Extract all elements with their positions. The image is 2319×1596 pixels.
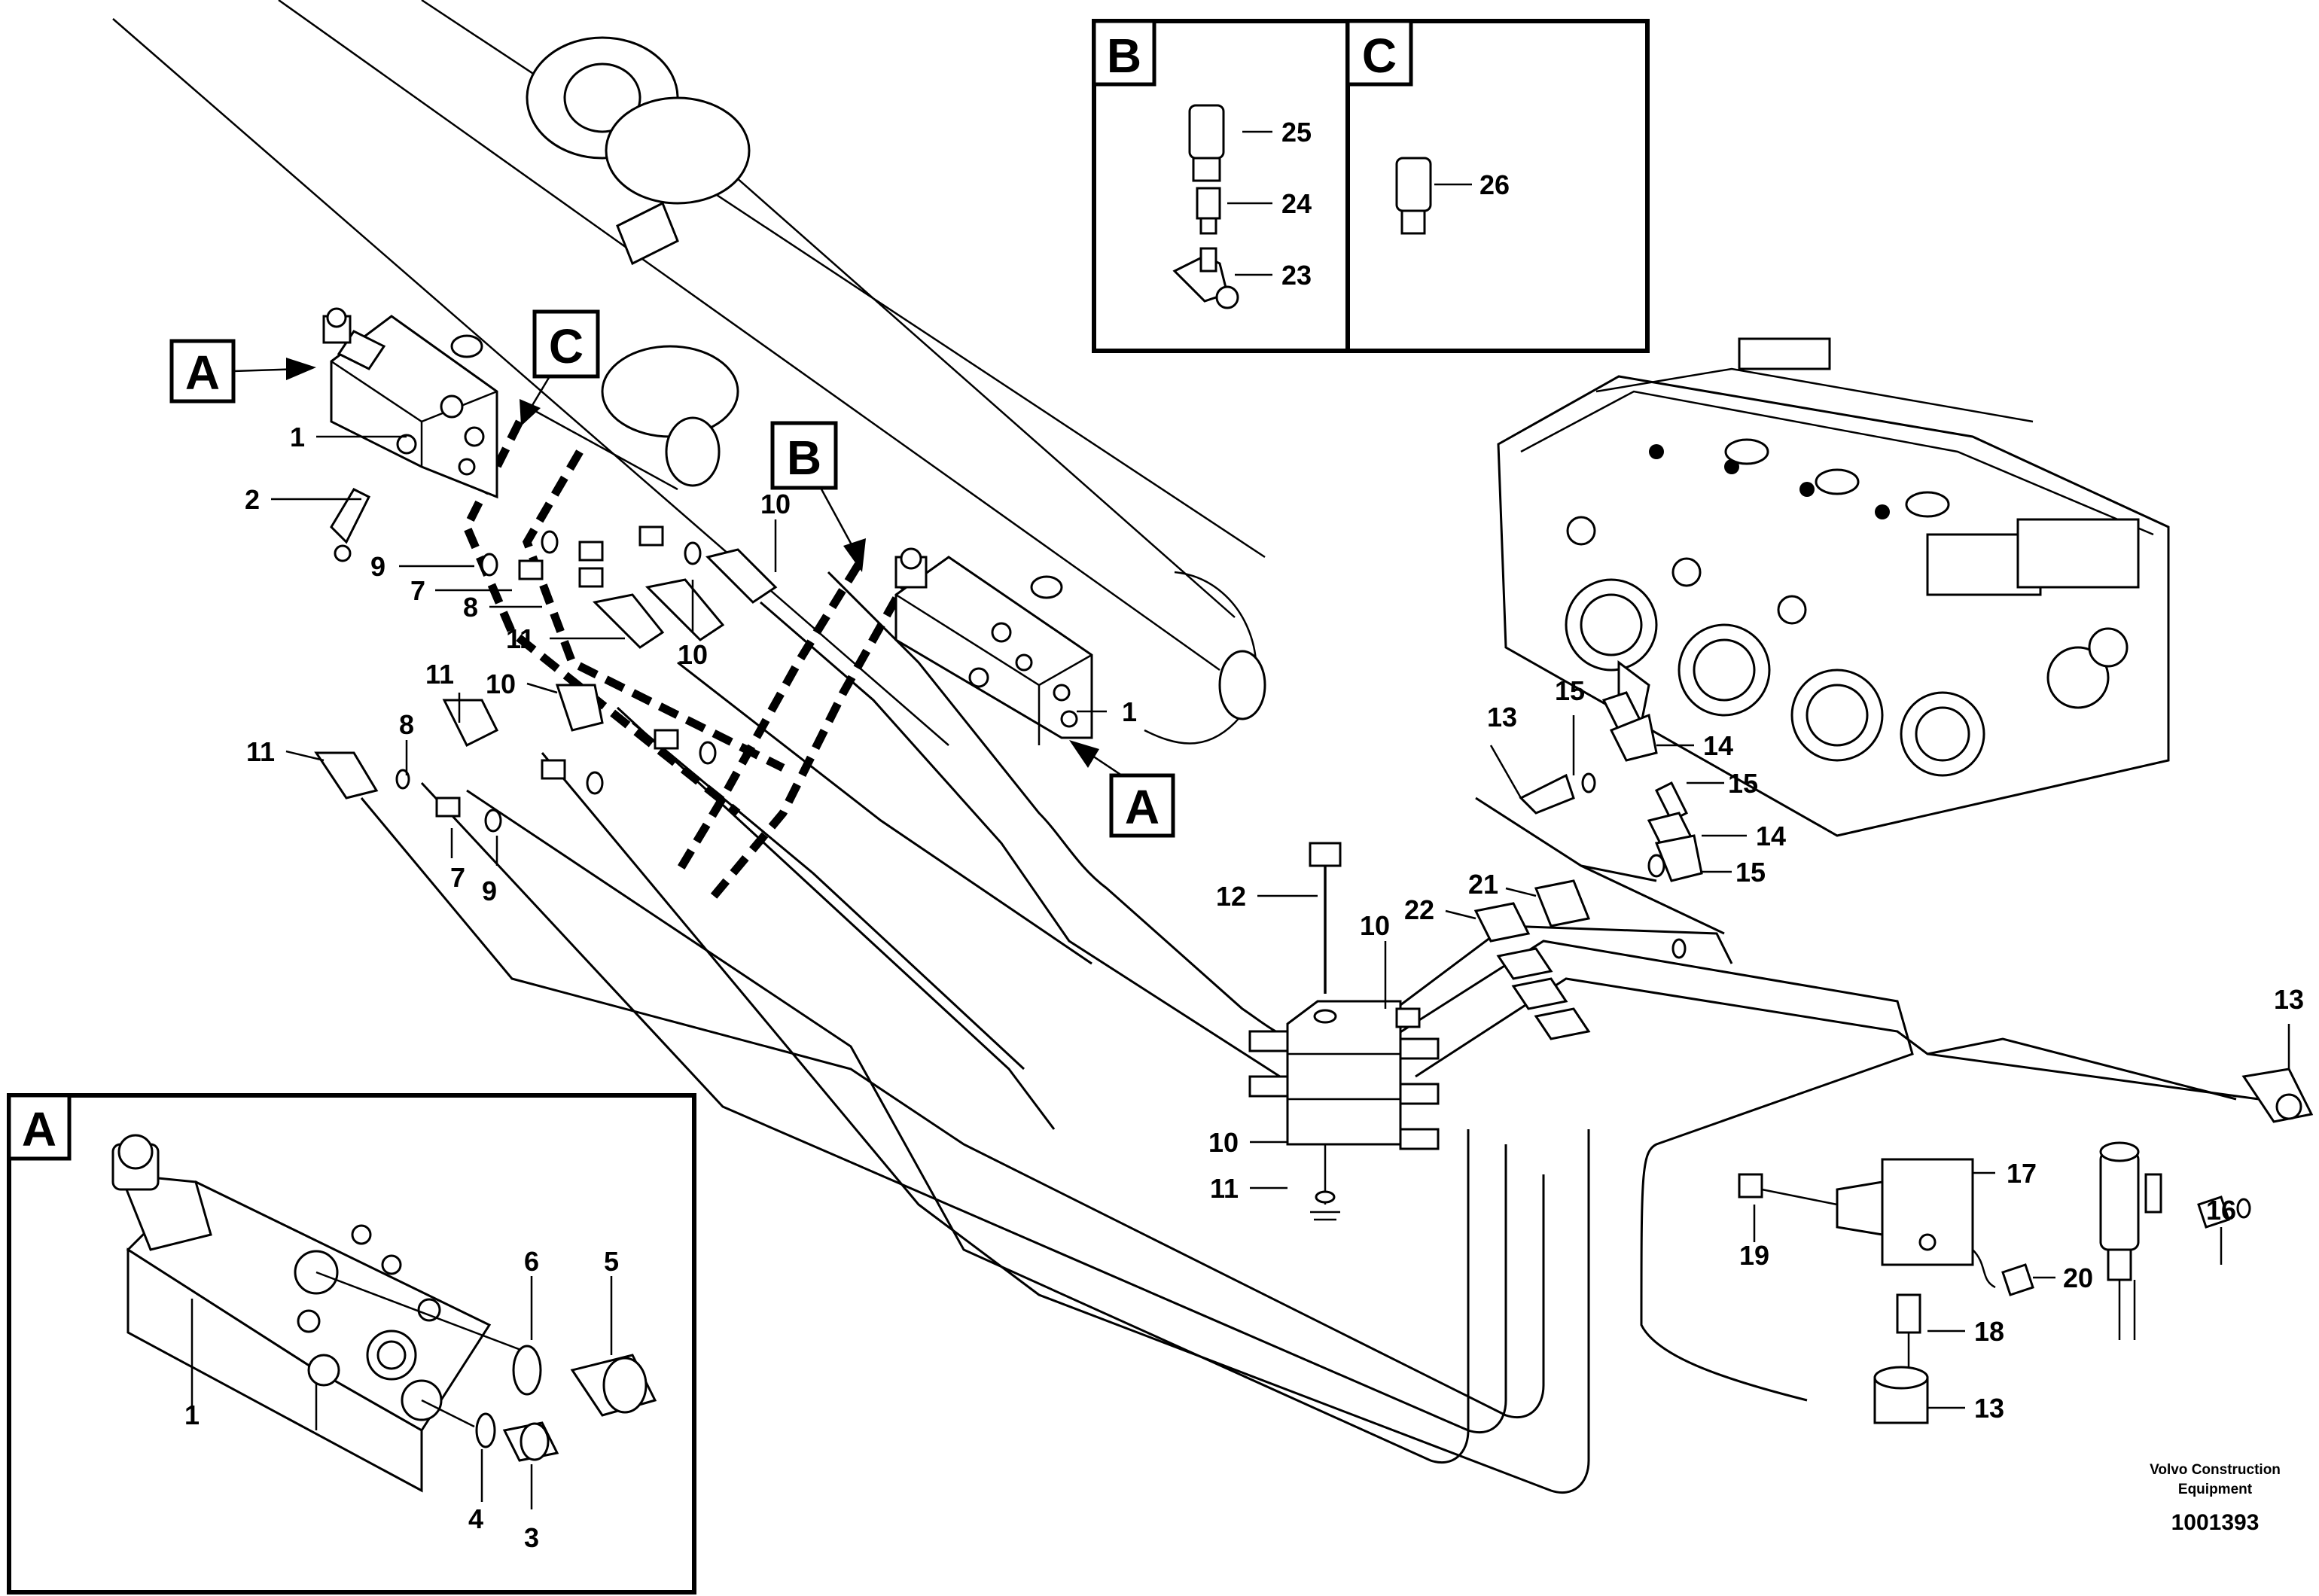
valve-block-lower [894,547,1093,745]
callout-15-mid: 15 [1728,768,1758,799]
callout-10-mid: 10 [678,639,708,670]
detail-b-label: B [1107,29,1141,83]
detail-box-a: A [7,1093,696,1594]
callout-numbers: 1 2 9 7 8 11 10 10 11 10 11 8 7 9 1 12 1… [184,117,2304,1553]
detail-a-label: A [22,1102,56,1156]
tee-fittings [1473,691,1703,959]
valve-block-upper [322,307,498,499]
callout-9-upper: 9 [370,551,385,582]
hydraulic-hoses [360,571,2260,1494]
callout-20: 20 [2063,1262,2093,1293]
callout-24: 24 [1281,188,1312,219]
drawing-number: 1001393 [2171,1510,2260,1535]
callout-1-detail: 1 [184,1400,200,1430]
callout-22: 22 [1404,894,1434,925]
callout-4: 4 [468,1503,483,1534]
drawing-footer: Volvo Construction Equipment 1001393 [2150,1462,2281,1535]
callout-11-block: 11 [1210,1173,1239,1204]
callout-14-upper: 14 [1703,730,1733,761]
ref-b: B [787,431,821,485]
callout-13-right: 13 [2274,984,2304,1015]
callout-11-left: 11 [246,736,275,767]
main-control-valve [1497,337,2170,837]
dashed-hose-runs [462,419,915,906]
callout-11-mid: 11 [425,659,454,690]
callout-1-upper: 1 [290,422,305,452]
callout-15-lower: 15 [1735,857,1766,888]
callout-16: 16 [2206,1195,2236,1226]
callout-26: 26 [1479,169,1510,200]
callout-23: 23 [1281,260,1312,291]
callout-2: 2 [245,484,260,515]
callout-7-lower: 7 [450,862,465,893]
callout-14-lower: 14 [1756,821,1786,851]
callout-10-block-side: 10 [1208,1127,1239,1158]
callout-13-lower: 13 [1974,1393,2004,1424]
callout-7-upper: 7 [410,575,425,606]
callout-10-upper: 10 [760,489,791,519]
boom-cylinder [112,0,1266,746]
detail-c-label: C [1362,29,1397,83]
callout-10-left: 10 [486,669,516,699]
callout-3: 3 [524,1522,539,1553]
company-name-line1: Volvo Construction [2150,1462,2281,1478]
ref-c: C [549,319,584,373]
callout-leaders [271,435,2290,1409]
callout-21: 21 [1468,869,1498,900]
callout-1-lower: 1 [1122,696,1137,727]
callout-8-lower: 8 [399,709,414,740]
detail-reference-markers: A A B C [169,309,1175,838]
callout-6: 6 [524,1246,539,1277]
callout-8-upper: 8 [463,592,478,623]
callout-18: 18 [1974,1316,2004,1347]
callout-10-block: 10 [1360,910,1390,941]
ref-a-lower: A [1125,780,1160,834]
callout-15-upper: 15 [1555,675,1585,706]
callout-5: 5 [604,1246,619,1277]
hose-fittings [314,488,778,833]
sensor-and-solenoid [1738,1068,2314,1424]
ref-a-upper: A [185,346,220,400]
callout-12: 12 [1216,881,1246,912]
callout-13-upper: 13 [1487,702,1517,733]
callout-19: 19 [1739,1240,1769,1271]
callout-11-upper: 11 [506,623,535,654]
callout-9-lower: 9 [482,876,497,906]
detail-box-b-c: B C [1092,19,1650,353]
distribution-block [1248,842,1591,1221]
company-name-line2: Equipment [2178,1482,2253,1497]
callout-25: 25 [1281,117,1312,148]
callout-17: 17 [2007,1158,2037,1189]
